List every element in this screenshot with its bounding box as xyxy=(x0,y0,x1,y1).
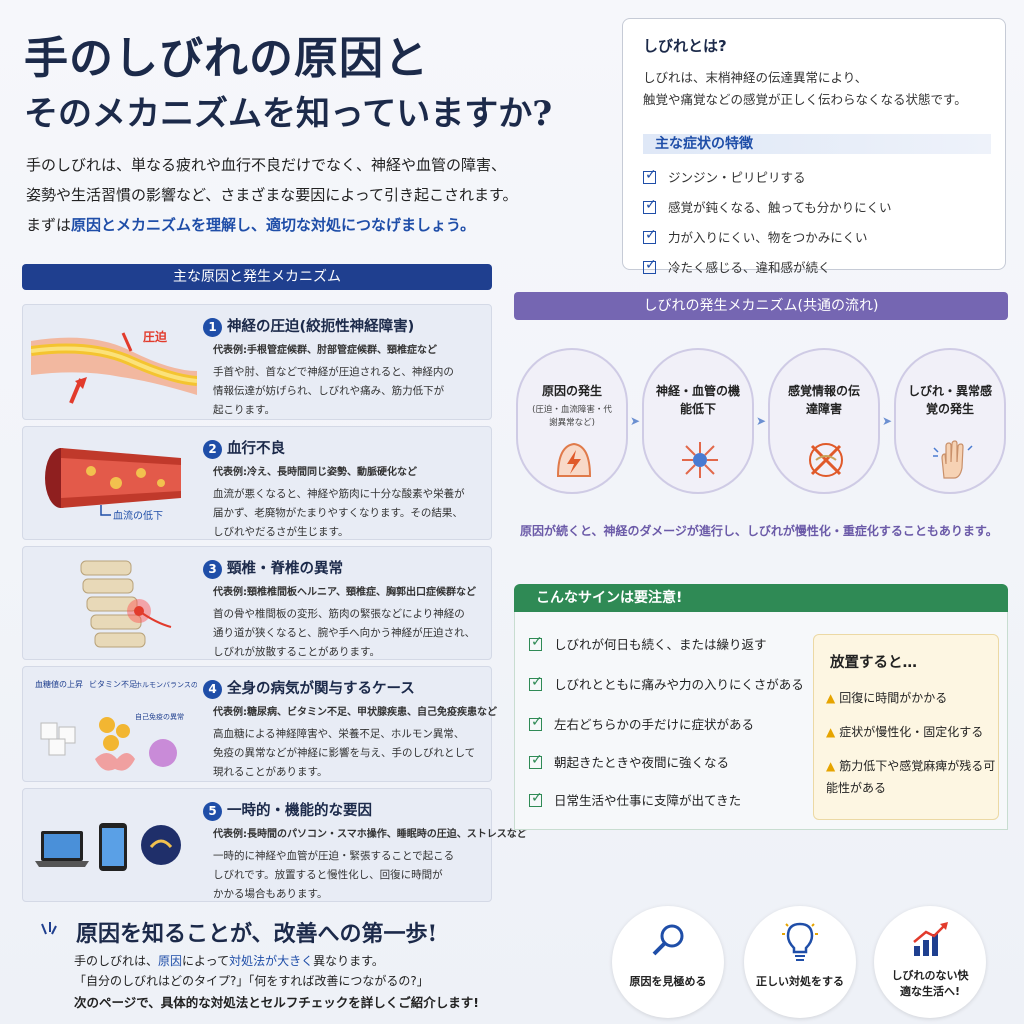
sparkle-icon xyxy=(41,922,57,935)
mechanism-step-3: 感覚情報の伝達障害 xyxy=(768,348,880,494)
checkbox-icon xyxy=(643,167,657,184)
cause-examples: 代表例:糖尿病、ビタミン不足、甲状腺疾患、自己免疫疾患など xyxy=(213,707,497,718)
symptom-item: 力が入りにくい、物をつかみにくい xyxy=(643,227,868,246)
signs-heading: こんなサインは要注意! xyxy=(514,584,1008,612)
checkbox-icon xyxy=(529,790,543,807)
checkbox-icon xyxy=(529,634,543,651)
svg-text:ビタミン不足: ビタミン不足 xyxy=(89,680,137,689)
checkbox-icon xyxy=(529,714,543,731)
devices-illustration xyxy=(35,823,181,871)
cause-description: 一時的に神経や血管が圧迫・緊張することで起こる しびれです。放置すると慢性化し、… xyxy=(213,850,455,900)
causes-heading: 主な原因と発生メカニズム xyxy=(22,264,492,290)
cause-description: 血流が悪くなると、神経や筋肉に十分な酸素や栄養が 届かず、老廃物がたまりやすくな… xyxy=(213,488,465,538)
warning-icon: ▲ xyxy=(826,725,836,739)
signs-box: しびれが何日も続く、または繰り返す しびれとともに痛みや力の入りにくさがある 左… xyxy=(514,612,1008,830)
warning-icon: ▲ xyxy=(826,691,836,705)
sign-item: 朝起きたときや夜間に強くなる xyxy=(529,752,729,771)
cause-description: 手首や肘、首などで神経が圧迫されると、神経内の 情報伝達が妨げられ、しびれや痛み… xyxy=(213,366,454,416)
page-subtitle: そのメカニズムを知っていますか? xyxy=(24,94,553,134)
checkbox-icon xyxy=(643,197,657,214)
bottom-line-1: 手のしびれは、原因によって対処法が大きく異なります。 xyxy=(74,954,384,968)
blocked-signal-icon xyxy=(809,443,843,477)
neglect-box: 放置すると… ▲回復に時間がかかる ▲症状が慢性化・固定化する ▲筋力低下や感覚… xyxy=(813,634,999,820)
hand-icon xyxy=(933,440,973,479)
mechanism-flow: 原因の発生 (圧迫・血流障害・代謝異常など) ➤ 神経・血管の機能低下 ➤ 感覚… xyxy=(514,340,1008,500)
symptoms-heading: 主な症状の特徴 xyxy=(643,134,991,154)
step-circle-1: 原因を見極める xyxy=(612,906,724,1018)
magnifier-icon xyxy=(652,924,684,956)
mechanism-step-1: 原因の発生 (圧迫・血流障害・代謝異常など) xyxy=(516,348,628,494)
symptom-item: 感覚が鈍くなる、触っても分かりにくい xyxy=(643,197,892,216)
cause-description: 高血糖による神経障害や、栄養不足、ホルモン異常、 免疫の異常などが神経に影響を与… xyxy=(213,728,476,778)
cause-card-4: 血糖値の上昇 ビタミン不足 ホルモンバランスの乱れ 自己免疫の異常 4全身の病気… xyxy=(22,666,497,782)
step-circle-2: 正しい対処をする xyxy=(744,906,856,1018)
sign-item: 左右どちらかの手だけに症状がある xyxy=(529,714,754,733)
definition-box: しびれとは? しびれは、末梢神経の伝達異常により、 触覚や痛覚などの感覚が正しく… xyxy=(622,18,1006,275)
checkbox-icon xyxy=(529,752,543,769)
lightning-icon xyxy=(556,442,592,477)
definition-heading: しびれとは? xyxy=(643,37,727,55)
lightbulb-icon xyxy=(782,922,818,961)
bottom-title: 原因を知ることが、改善への第一歩! xyxy=(76,921,438,947)
blood-vessel-illustration: 血流の低下 xyxy=(45,448,181,522)
svg-text:血糖値の上昇: 血糖値の上昇 xyxy=(35,679,83,689)
cause-examples: 代表例:手根管症候群、肘部管症候群、頸椎症など xyxy=(213,345,437,356)
svg-text:ホルモンバランスの乱れ: ホルモンバランスの乱れ xyxy=(135,680,197,689)
mechanism-heading: しびれの発生メカニズム(共通の流れ) xyxy=(514,292,1008,320)
sign-item: しびれとともに痛みや力の入りにくさがある xyxy=(529,674,804,693)
sign-item: 日常生活や仕事に支障が出てきた xyxy=(529,790,741,809)
cause-examples: 代表例:頸椎椎間板ヘルニア、頸椎症、胸郭出口症候群など xyxy=(213,587,476,598)
svg-text:血流の低下: 血流の低下 xyxy=(113,509,163,522)
bottom-line-3: 次のページで、具体的な対処法とセルフチェックを詳しくご紹介します! xyxy=(74,995,479,1010)
neuron-icon xyxy=(682,442,718,478)
checkbox-icon xyxy=(643,257,657,274)
mechanism-step-2: 神経・血管の機能低下 xyxy=(642,348,754,494)
symptom-item: ジンジン・ピリピリする xyxy=(643,167,806,186)
page-title: 手のしびれの原因と xyxy=(24,33,429,84)
checkbox-icon xyxy=(529,674,543,691)
systemic-disease-illustration: 血糖値の上昇 ビタミン不足 ホルモンバランスの乱れ 自己免疫の異常 xyxy=(35,679,197,771)
mechanism-note: 原因が続くと、神経のダメージが進行し、しびれが慢性化・重症化することもあります。 xyxy=(520,524,998,538)
nerve-compression-illustration: 圧迫 xyxy=(31,329,197,404)
neglect-item: ▲筋力低下や感覚麻痺が残る可能性がある xyxy=(826,755,996,799)
neglect-item: ▲症状が慢性化・固定化する xyxy=(826,721,983,743)
flow-arrow-icon: ➤ xyxy=(630,414,641,428)
cause-examples: 代表例:冷え、長時間同じ姿勢、動脈硬化など xyxy=(213,467,417,478)
warning-icon: ▲ xyxy=(826,759,836,773)
bottom-line-2: 「自分のしびれはどのタイプ?」「何をすれば改善につながるの?」 xyxy=(74,974,429,988)
cause-examples: 代表例:長時間のパソコン・スマホ操作、睡眠時の圧迫、ストレスなど xyxy=(213,829,527,840)
definition-text: しびれは、末梢神経の伝達異常により、 触覚や痛覚などの感覚が正しく伝わらなくなる… xyxy=(643,70,967,107)
checkbox-icon xyxy=(643,227,657,244)
sign-item: しびれが何日も続く、または繰り返す xyxy=(529,634,767,653)
neglect-heading: 放置すると… xyxy=(830,655,917,671)
chart-up-icon xyxy=(913,922,948,956)
flow-arrow-icon: ➤ xyxy=(882,414,893,428)
flow-arrow-icon: ➤ xyxy=(756,414,767,428)
cause-description: 首の骨や椎間板の変形、筋肉の緊張などにより神経の 通り道が狭くなると、腕や手へ向… xyxy=(213,608,476,658)
svg-text:圧迫: 圧迫 xyxy=(143,329,168,344)
intro-text: 手のしびれは、単なる疲れや血行不良だけでなく、神経や血管の障害、 姿勢や生活習慣… xyxy=(26,156,518,234)
spine-illustration xyxy=(80,560,172,648)
mechanism-step-4: しびれ・異常感覚の発生 xyxy=(894,348,1006,494)
symptom-item: 冷たく感じる、違和感が続く xyxy=(643,257,831,276)
step-circle-3: しびれのない快適な生活へ! xyxy=(874,906,986,1018)
svg-text:自己免疫の異常: 自己免疫の異常 xyxy=(135,712,184,721)
neglect-item: ▲回復に時間がかかる xyxy=(826,687,947,709)
